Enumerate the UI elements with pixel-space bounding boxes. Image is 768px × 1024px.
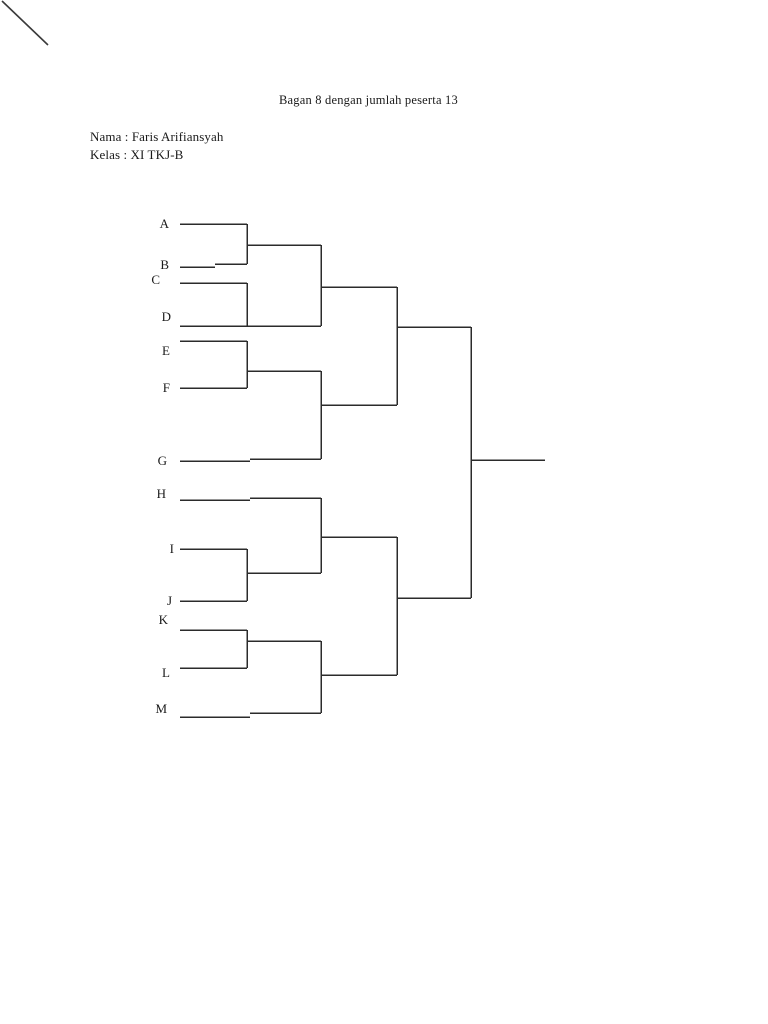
page-title: Bagan 8 dengan jumlah peserta 13 <box>279 93 458 107</box>
seed-label-e: E <box>162 343 170 358</box>
student-name-line: Nama : Faris Arifiansyah <box>90 129 224 144</box>
seed-label-g: G <box>157 453 167 468</box>
seed-label-d: D <box>161 309 171 324</box>
bye-m-line <box>180 712 321 718</box>
seed-label-l: L <box>162 665 170 680</box>
match-ij-lines <box>180 548 321 602</box>
bye-h-line <box>180 497 321 501</box>
match-h-ij-lines <box>320 498 397 573</box>
bye-g-line <box>180 458 321 462</box>
student-class-line: Kelas : XI TKJ-B <box>90 147 184 162</box>
match-kl-lines <box>180 629 321 669</box>
seed-label-h: H <box>156 486 166 501</box>
seed-label-k: K <box>158 612 168 627</box>
match-ab-cd-lines <box>320 245 397 326</box>
match-cd-lines <box>180 282 321 327</box>
seed-label-c: C <box>151 272 160 287</box>
seed-label-b: B <box>160 257 169 272</box>
seed-label-a: A <box>159 216 169 231</box>
match-ef-g-lines <box>320 371 397 459</box>
seed-label-f: F <box>162 380 170 395</box>
seed-label-m: M <box>155 701 167 716</box>
seed-label-j: J <box>166 593 172 608</box>
semifinal-top-lines <box>396 287 471 405</box>
semifinal-bottom-lines <box>396 537 471 675</box>
match-kl-m-lines <box>320 641 397 713</box>
match-ef-lines <box>180 340 321 389</box>
match-ab-lines <box>180 223 321 268</box>
seed-label-i: I <box>169 541 174 556</box>
